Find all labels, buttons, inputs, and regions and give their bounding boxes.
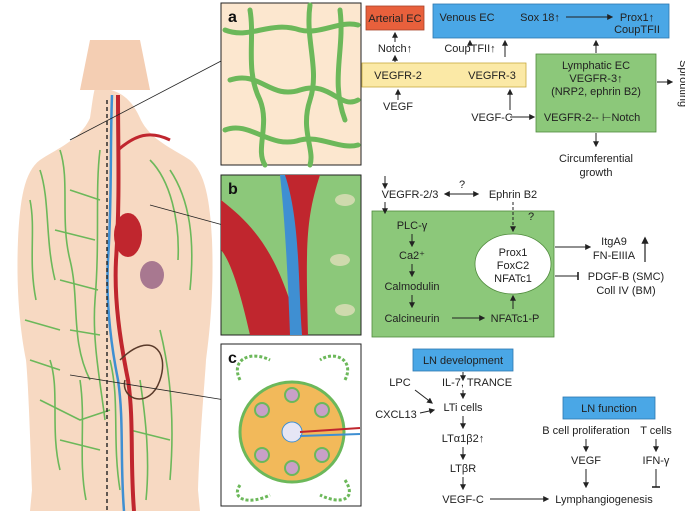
heart bbox=[114, 213, 142, 257]
panel-label-c: c bbox=[228, 350, 237, 367]
question-mark-2: ? bbox=[528, 211, 534, 223]
itga9-label: ItgA9 bbox=[601, 236, 627, 248]
tcells-label: T cells bbox=[640, 425, 672, 437]
sprouting-label: Sprouting bbox=[677, 60, 685, 107]
plc-label: PLC-γ bbox=[397, 220, 428, 232]
growth-label: growth bbox=[579, 167, 612, 179]
body-artery bbox=[113, 94, 136, 512]
lymph-nrp2-label: (NRP2, ephrin B2) bbox=[551, 86, 641, 98]
ca2-label: Ca2⁺ bbox=[399, 250, 425, 262]
bcell-label: B cell proliferation bbox=[542, 425, 629, 437]
lta-label: LTα1β2↑ bbox=[442, 433, 484, 445]
lymph-vegfr3-label: VEGFR-3↑ bbox=[569, 73, 622, 85]
lti-label: LTi cells bbox=[443, 402, 483, 414]
vegf-c-label: VEGF-C bbox=[471, 112, 513, 124]
ln-function-box bbox=[562, 396, 656, 420]
vegf-label: VEGF bbox=[383, 101, 413, 113]
neck bbox=[80, 40, 150, 90]
circumferential-label: Circumferential bbox=[559, 153, 633, 165]
panel-label-b: b bbox=[228, 181, 238, 198]
fn-eiiia-label: FN-EIIIA bbox=[593, 250, 636, 262]
vegf-c-function-label: VEGF bbox=[571, 455, 601, 467]
arterial-ec-box bbox=[365, 5, 425, 31]
vegfc-label: VEGF-C bbox=[442, 494, 484, 506]
calcineurin-label: Calcineurin bbox=[384, 313, 439, 325]
prox1-label: Prox1↑ bbox=[620, 12, 654, 24]
panel-b-image: b bbox=[220, 174, 362, 336]
spleen bbox=[140, 261, 164, 289]
panel-a-image: a bbox=[220, 2, 362, 168]
callout-b bbox=[149, 204, 224, 226]
panel-b-schematic: VEGFR-2/3 ? Ephrin B2 ? PLC-γ Ca2⁺ Calmo… bbox=[371, 176, 664, 338]
nucleus bbox=[474, 233, 552, 295]
lpc-label: LPC bbox=[389, 377, 410, 389]
ln-development-label: LN development bbox=[423, 355, 503, 367]
body-artery-branch bbox=[117, 133, 171, 152]
vegfr3-label: VEGFR-3 bbox=[468, 70, 516, 82]
il7-label: IL-7, TRANCE bbox=[442, 377, 512, 389]
cxcl13-label: CXCL13 bbox=[375, 409, 417, 421]
question-mark-1: ? bbox=[459, 179, 465, 191]
panel-a-schematic: Arterial EC Venous EC Sox 18↑ Prox1↑ Cou… bbox=[361, 3, 685, 179]
coup-tfii-up-label: CoupTFII↑ bbox=[444, 43, 495, 55]
nfatc1-label: NFATc1 bbox=[494, 273, 532, 285]
notch-up-label: Notch↑ bbox=[378, 43, 412, 55]
ephrin-b2-label: Ephrin B2 bbox=[489, 189, 537, 201]
vegfr23-label: VEGFR-2/3 bbox=[382, 189, 439, 201]
ln-development-box bbox=[412, 348, 514, 372]
venous-ec-box bbox=[432, 3, 670, 39]
ifn-label: IFN-γ bbox=[643, 455, 670, 467]
foxc2-label: FoxC2 bbox=[497, 260, 529, 272]
callout-c bbox=[69, 374, 226, 401]
prox1-nucleus-label: Prox1 bbox=[499, 247, 528, 259]
ltbr-label: LTβR bbox=[450, 463, 476, 475]
vegfr2-notch-label: VEGFR-2-- ⊢Notch bbox=[544, 112, 640, 124]
lymphatic-ec-label: Lymphatic EC bbox=[562, 60, 630, 72]
venous-ec-label: Venous EC bbox=[439, 12, 494, 24]
intestine bbox=[119, 344, 164, 400]
panel-c-image: c bbox=[220, 343, 362, 507]
callout-a bbox=[69, 59, 224, 141]
coup-tfii-label: CoupTFII bbox=[614, 24, 660, 36]
panel-c-schematic: LN development LPC IL-7, TRANCE CXCL13 L… bbox=[375, 348, 672, 506]
nfatc1p-label: NFATc1-P bbox=[491, 313, 540, 325]
sox18-label: Sox 18↑ bbox=[520, 12, 560, 24]
arterial-ec-label: Arterial EC bbox=[368, 13, 421, 25]
growth-factor-box bbox=[361, 62, 527, 88]
calmodulin-label: Calmodulin bbox=[384, 281, 439, 293]
ln-function-label: LN function bbox=[581, 403, 637, 415]
lymphatic-ec-box bbox=[535, 53, 657, 133]
lymphangiogenesis-label: Lymphangiogenesis bbox=[555, 494, 653, 506]
body-vein bbox=[106, 94, 126, 512]
pdgf-label: PDGF-B (SMC) bbox=[588, 271, 664, 283]
body-lymphatic-network bbox=[24, 149, 193, 501]
coll-label: Coll IV (BM) bbox=[596, 285, 655, 297]
panel-label-a: a bbox=[228, 9, 237, 26]
human-body-illustration bbox=[17, 40, 226, 512]
vegfr2-label: VEGFR-2 bbox=[374, 70, 422, 82]
